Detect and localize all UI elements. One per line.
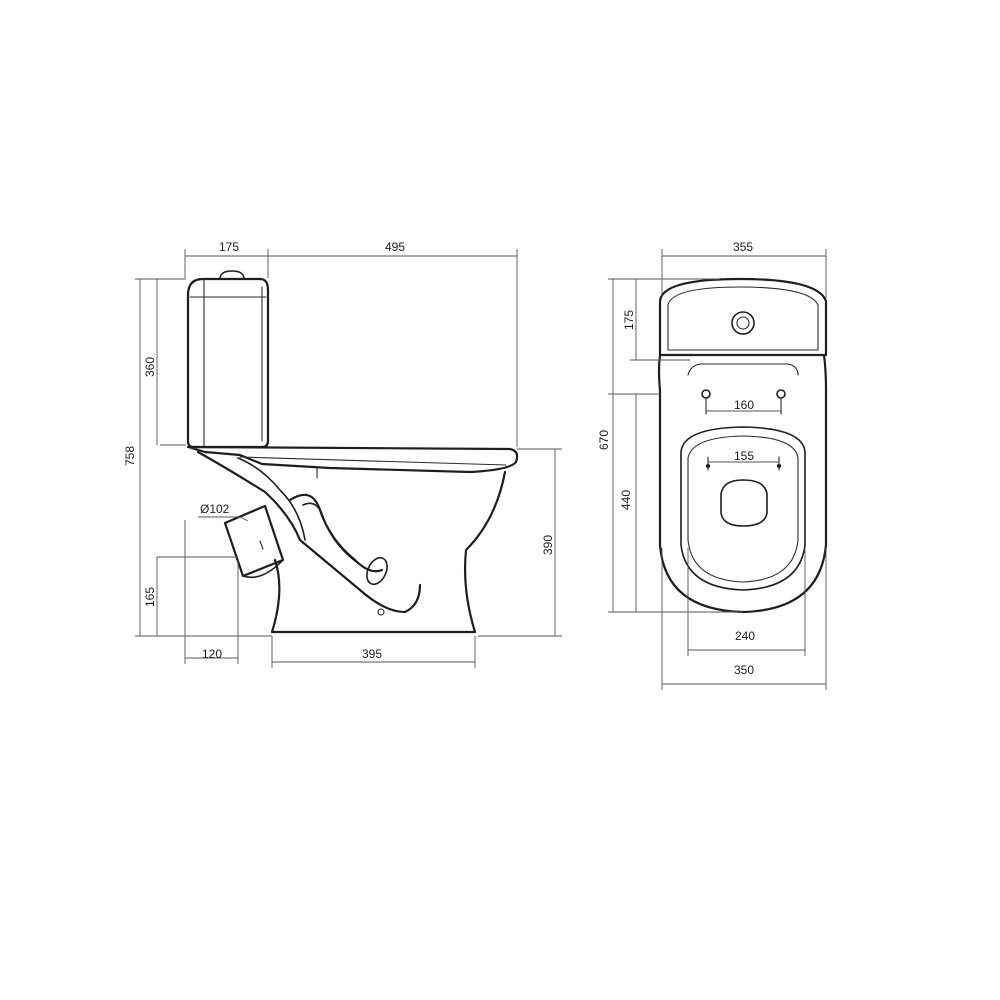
dim-bowl-height: 390: [541, 535, 555, 555]
dim-bowl-width: 350: [734, 663, 754, 677]
side-view: 175 495 360 758 Ø102 165 120 395 390: [123, 240, 562, 668]
dim-outlet-diameter: Ø102: [200, 502, 230, 516]
dim-total-height: 758: [123, 446, 137, 466]
top-dimension-labels: 355 175 670 440 160 155 240 350: [597, 240, 755, 677]
seat-hole-left: [701, 389, 711, 399]
dim-bowl-projection: 495: [385, 240, 405, 254]
seat-hole-right: [776, 389, 786, 399]
dim-base-length: 395: [362, 647, 382, 661]
dim-overall-length: 670: [597, 430, 611, 450]
dim-tank-depth: 175: [219, 240, 239, 254]
top-view: 355 175 670 440 160 155 240 350: [597, 240, 828, 690]
dim-base-width: 240: [735, 629, 755, 643]
side-dimensions: [135, 249, 562, 668]
dim-overall-width: 355: [733, 240, 753, 254]
cistern-top: [658, 277, 828, 357]
top-dimensions: [608, 249, 827, 690]
dim-tank-height: 360: [143, 357, 157, 377]
flush-button-icon: [731, 311, 755, 335]
side-dimension-labels: 175 495 360 758 Ø102 165 120 395 390: [123, 240, 555, 661]
dim-tank-depth-top: 175: [622, 310, 636, 330]
toilet-bowl: [186, 445, 519, 634]
cistern-tank: [186, 270, 270, 449]
bowl-top: [657, 353, 828, 614]
dim-inner-hole-spacing: 155: [734, 449, 754, 463]
dim-bowl-length: 440: [619, 490, 633, 510]
dim-outlet-height: 165: [143, 587, 157, 607]
dim-seat-hole-spacing: 160: [734, 398, 754, 412]
dim-outlet-offset: 120: [202, 647, 222, 661]
